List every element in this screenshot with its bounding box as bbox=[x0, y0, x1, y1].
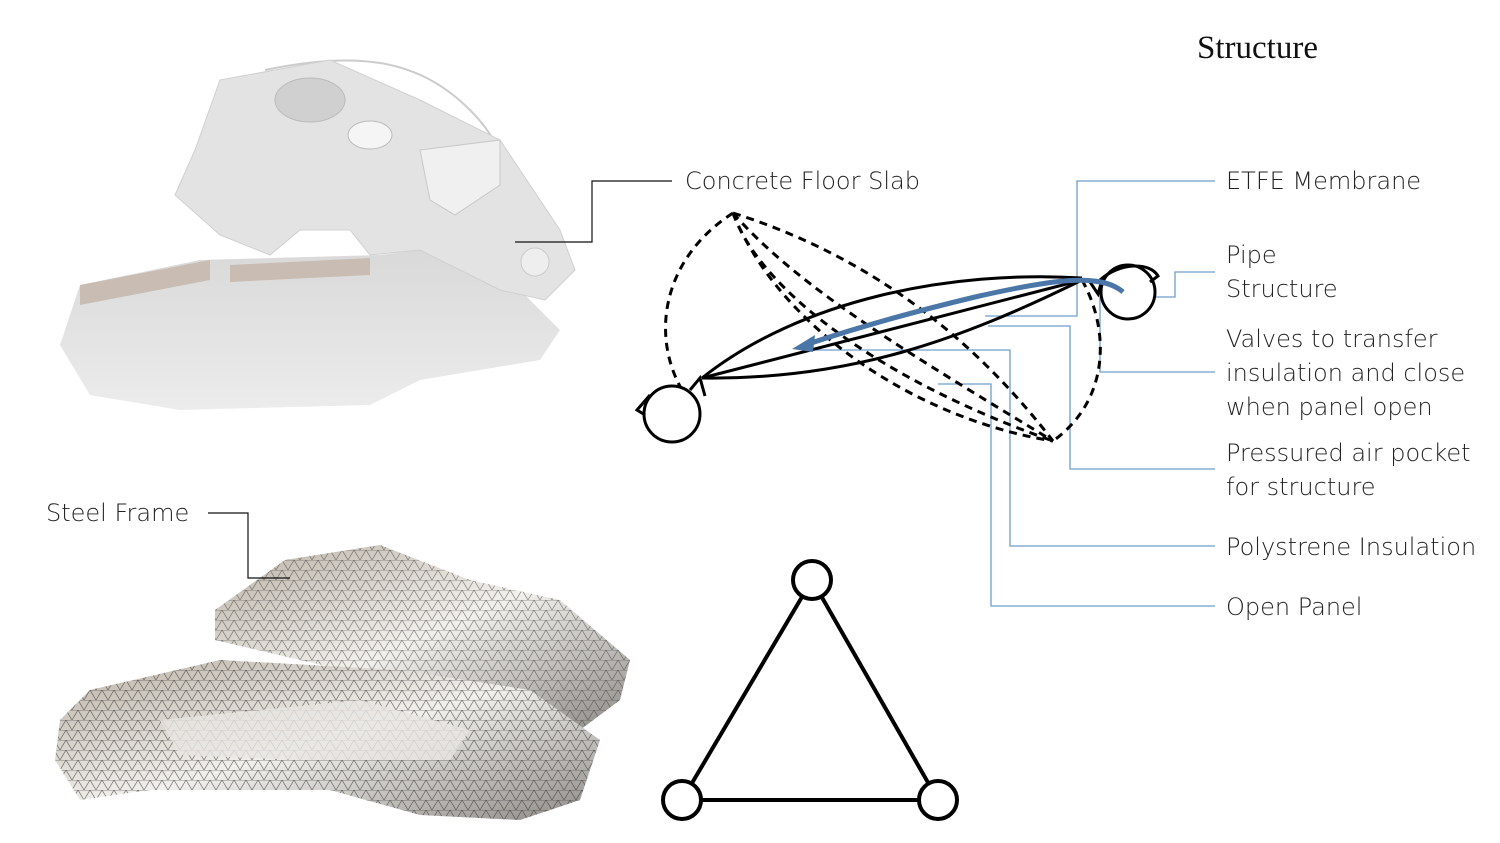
label-polystrene: Polystrene Insulation bbox=[1226, 533, 1477, 561]
label-pipe: Pipe bbox=[1226, 241, 1277, 269]
leader-steel bbox=[208, 512, 290, 579]
arrow-head-icon bbox=[792, 335, 815, 352]
label-air-pocket-2: for structure bbox=[1226, 473, 1376, 501]
concrete-slab-render bbox=[60, 59, 576, 410]
label-open-panel: Open Panel bbox=[1226, 593, 1363, 621]
panel-diagram bbox=[634, 211, 1160, 444]
flow-arrow bbox=[807, 277, 1125, 347]
leader-concrete bbox=[515, 180, 672, 243]
steel-frame-render bbox=[55, 545, 630, 820]
label-valves-1: Valves to transfer bbox=[1226, 325, 1438, 353]
label-valves-2: insulation and close bbox=[1226, 359, 1466, 387]
label-air-pocket-1: Pressured air pocket bbox=[1226, 439, 1471, 467]
label-concrete-floor-slab: Concrete Floor Slab bbox=[685, 167, 920, 195]
triangle-diagram bbox=[661, 559, 959, 821]
page-title: Structure bbox=[1197, 30, 1318, 66]
label-valves-3: when panel open bbox=[1226, 393, 1433, 421]
label-steel-frame: Steel Frame bbox=[46, 499, 190, 527]
label-etfe-membrane: ETFE Membrane bbox=[1226, 167, 1422, 195]
blue-leaders bbox=[804, 180, 1215, 607]
label-structure: Structure bbox=[1226, 275, 1338, 303]
